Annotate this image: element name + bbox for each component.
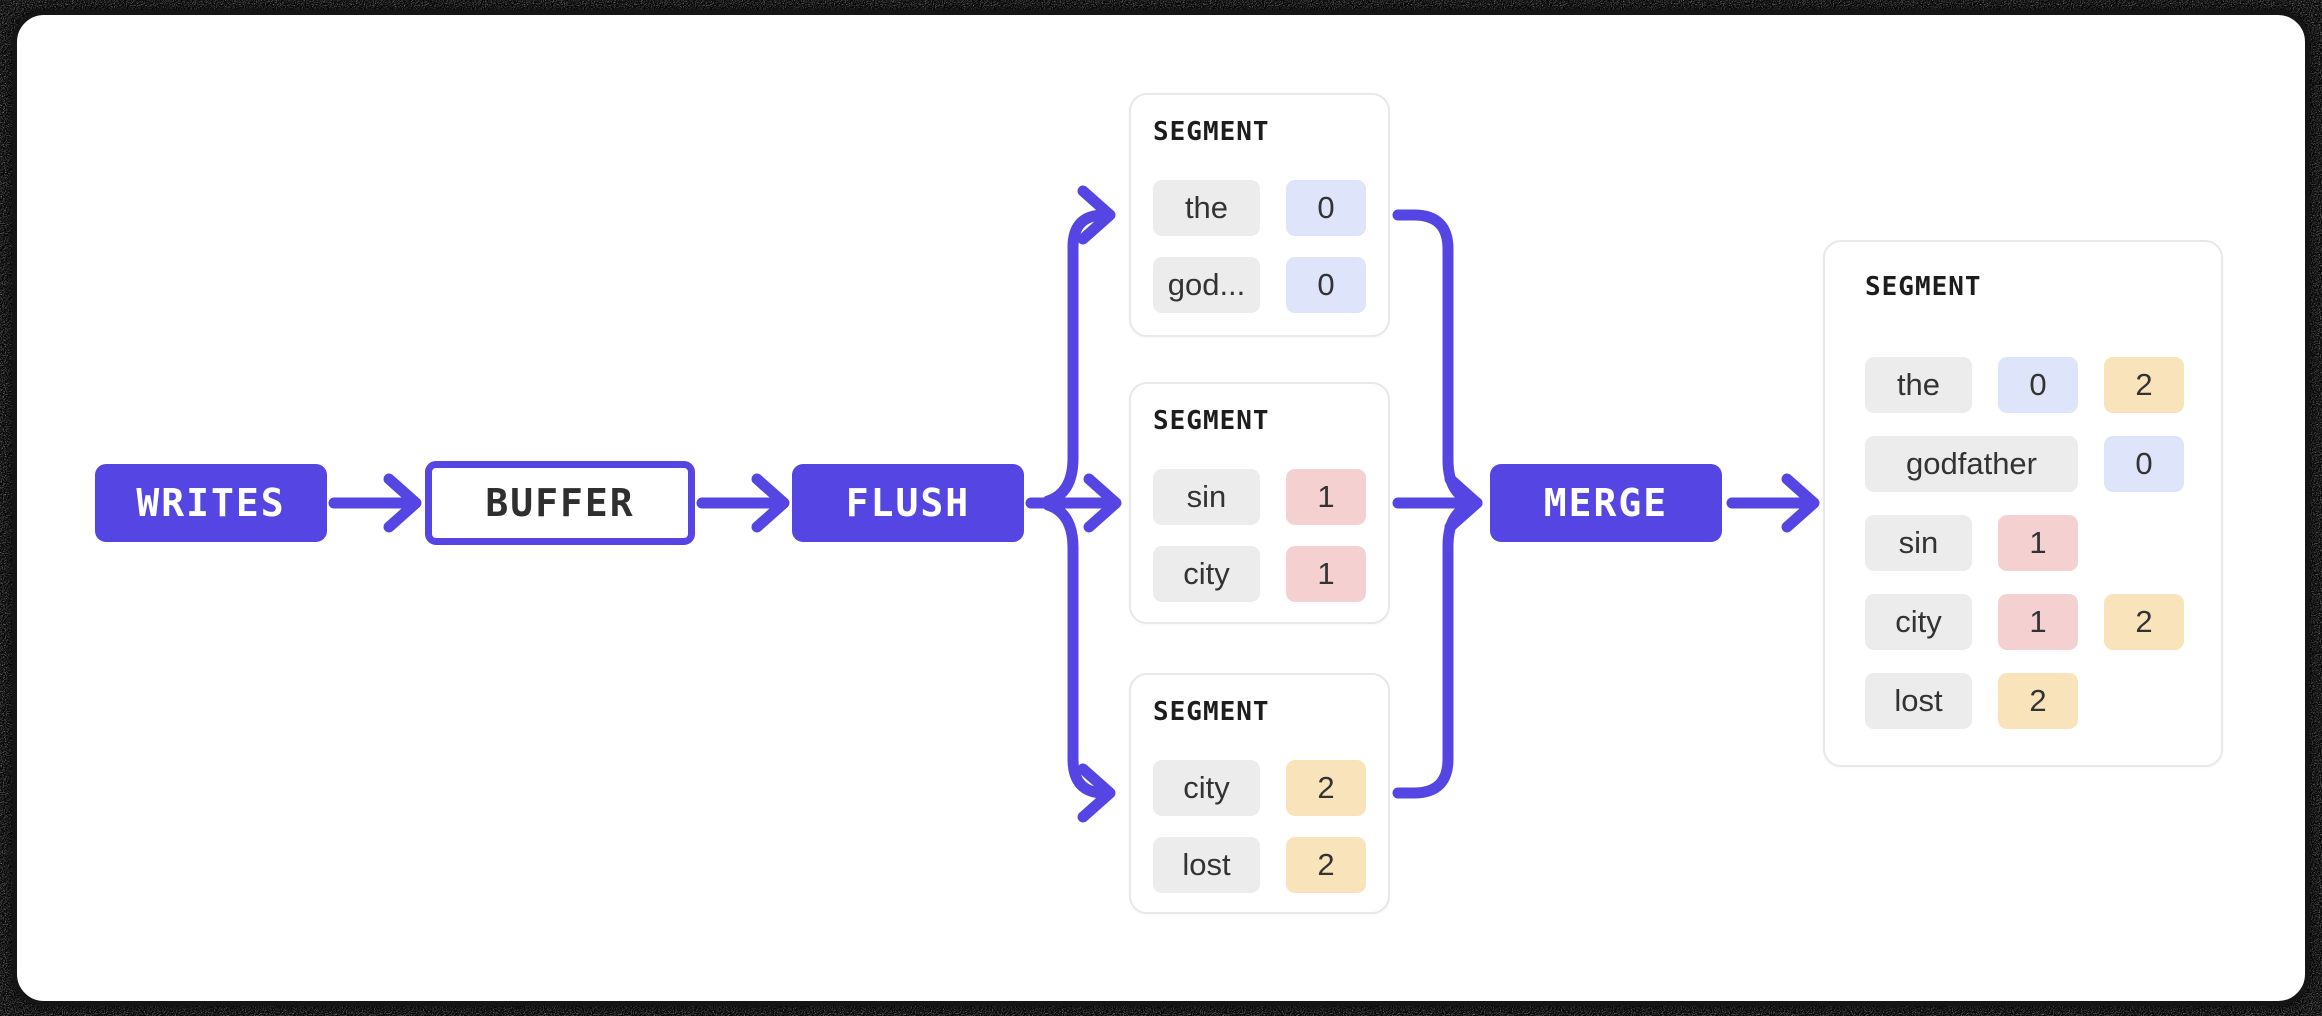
term-chip: lost <box>1865 673 1972 729</box>
posting-chip: 0 <box>1286 257 1366 313</box>
posting-chip: 1 <box>1998 594 2078 650</box>
term-row: sin 1 <box>1865 515 2181 571</box>
posting-chip: 2 <box>1286 837 1366 893</box>
segment-card-1: SEGMENT the 0 god... 0 <box>1129 93 1390 337</box>
term-row: lost 2 <box>1153 837 1366 893</box>
term-chip: the <box>1153 180 1260 236</box>
term-row: sin 1 <box>1153 469 1366 525</box>
posting-chip: 2 <box>2104 594 2184 650</box>
segment-title: SEGMENT <box>1865 272 1982 302</box>
term-chip: city <box>1153 760 1260 816</box>
term-row: the 0 2 <box>1865 357 2184 413</box>
term-chip: sin <box>1153 469 1260 525</box>
term-row: godfather 0 <box>1865 436 2184 492</box>
posting-chip: 0 <box>2104 436 2184 492</box>
term-row: city 2 <box>1153 760 1366 816</box>
term-chip: city <box>1153 546 1260 602</box>
term-row: city 1 <box>1153 546 1366 602</box>
segment-title: SEGMENT <box>1153 117 1270 147</box>
posting-chip: 0 <box>1286 180 1366 236</box>
flush-node: FLUSH <box>792 464 1024 542</box>
term-row: lost 2 <box>1865 673 2181 729</box>
segment-title: SEGMENT <box>1153 406 1270 436</box>
segment-title: SEGMENT <box>1153 697 1270 727</box>
term-chip: god... <box>1153 257 1260 313</box>
term-chip: lost <box>1153 837 1260 893</box>
segment-card-2: SEGMENT sin 1 city 1 <box>1129 382 1390 624</box>
segment-card-3: SEGMENT city 2 lost 2 <box>1129 673 1390 914</box>
term-chip: city <box>1865 594 1972 650</box>
posting-chip: 2 <box>1998 673 2078 729</box>
posting-chip: 1 <box>1286 546 1366 602</box>
posting-chip: 0 <box>1998 357 2078 413</box>
term-chip: godfather <box>1865 436 2078 492</box>
term-chip: the <box>1865 357 1972 413</box>
term-chip: sin <box>1865 515 1972 571</box>
merged-segment-card: SEGMENT the 0 2 godfather 0 sin 1 city 1… <box>1823 240 2223 767</box>
merge-node: MERGE <box>1490 464 1722 542</box>
term-row: the 0 <box>1153 180 1366 236</box>
term-row: city 1 2 <box>1865 594 2184 650</box>
buffer-node: BUFFER <box>425 461 695 545</box>
posting-chip: 1 <box>1286 469 1366 525</box>
writes-node: WRITES <box>95 464 327 542</box>
posting-chip: 2 <box>1286 760 1366 816</box>
term-row: god... 0 <box>1153 257 1366 313</box>
posting-chip: 1 <box>1998 515 2078 571</box>
posting-chip: 2 <box>2104 357 2184 413</box>
